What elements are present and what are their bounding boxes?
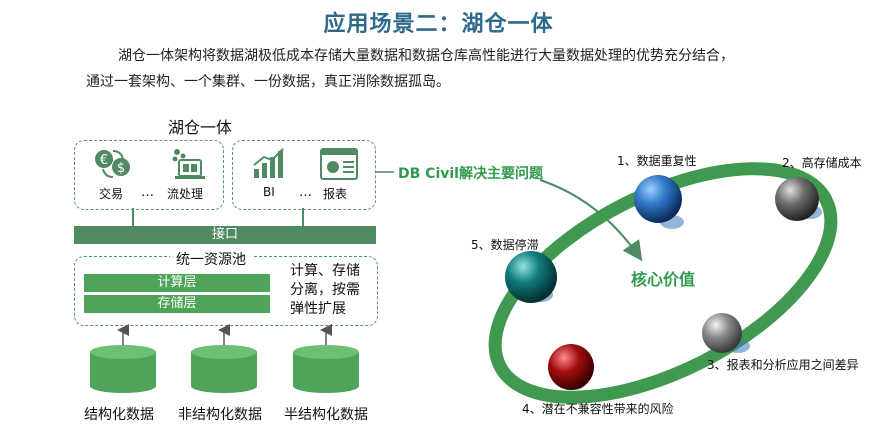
side-note-line-2: 分离，按需 xyxy=(290,282,360,298)
interface-bar: 接口 xyxy=(74,226,376,244)
app-group-left: € $ 交易 … 流处理 xyxy=(74,140,224,210)
database-icon-semistructured xyxy=(293,345,359,393)
svg-text:€: € xyxy=(100,153,108,168)
database-icon-unstructured xyxy=(191,345,257,393)
page-title: 应用场景二：湖仓一体 xyxy=(323,12,554,37)
problems-header: DB Civil解决主要问题 xyxy=(398,166,543,182)
problem-sphere-1 xyxy=(634,175,682,223)
core-value-label: 核心价值 xyxy=(631,270,696,289)
app-label-report: 报表 xyxy=(323,187,348,201)
database-icon-structured xyxy=(90,345,156,393)
source-label-unstructured: 非结构化数据 xyxy=(178,407,262,423)
problem-sphere-2 xyxy=(775,177,819,221)
app-ellipsis-left: … xyxy=(141,185,154,200)
app-label-stream: 流处理 xyxy=(167,187,204,201)
description-line-2: 通过一套架构、一个集群、一份数据，真正消除数据孤岛。 xyxy=(86,74,450,90)
stream-process-icon xyxy=(172,149,205,179)
lakehouse-title: 湖仓一体 xyxy=(168,118,233,137)
app-label-bi: BI xyxy=(263,185,275,199)
side-note-line-1: 计算、存储 xyxy=(290,263,360,279)
app-label-exchange: 交易 xyxy=(99,187,124,201)
storage-layer: 存储层 xyxy=(84,295,270,313)
problem-sphere-4 xyxy=(548,344,594,390)
exchange-icon: € $ xyxy=(95,150,130,178)
problem-label-1: 1、数据重复性 xyxy=(617,154,697,168)
problem-sphere-3 xyxy=(702,313,742,353)
app-ellipsis-right: … xyxy=(299,185,312,200)
report-icon xyxy=(320,148,358,180)
problem-sphere-5 xyxy=(505,251,557,303)
side-note-line-3: 弹性扩展 xyxy=(290,301,346,317)
problem-label-5: 5、数据停滞 xyxy=(471,238,539,252)
problem-label-3: 3、报表和分析应用之间差异 xyxy=(707,358,859,372)
resource-pool-title: 统一资源池 xyxy=(170,249,252,269)
source-label-structured: 结构化数据 xyxy=(84,407,154,423)
description-line-1: 湖仓一体架构将数据湖极低成本存储大量数据和数据仓库高性能进行大量数据处理的优势充… xyxy=(118,48,734,64)
svg-text:$: $ xyxy=(117,161,125,176)
problem-label-2: 2、高存储成本 xyxy=(782,156,862,170)
compute-layer: 计算层 xyxy=(84,274,270,292)
bar-chart-icon xyxy=(253,148,284,178)
source-label-semistructured: 半结构化数据 xyxy=(284,407,368,423)
problem-label-4: 4、潜在不兼容性带来的风险 xyxy=(522,402,674,416)
